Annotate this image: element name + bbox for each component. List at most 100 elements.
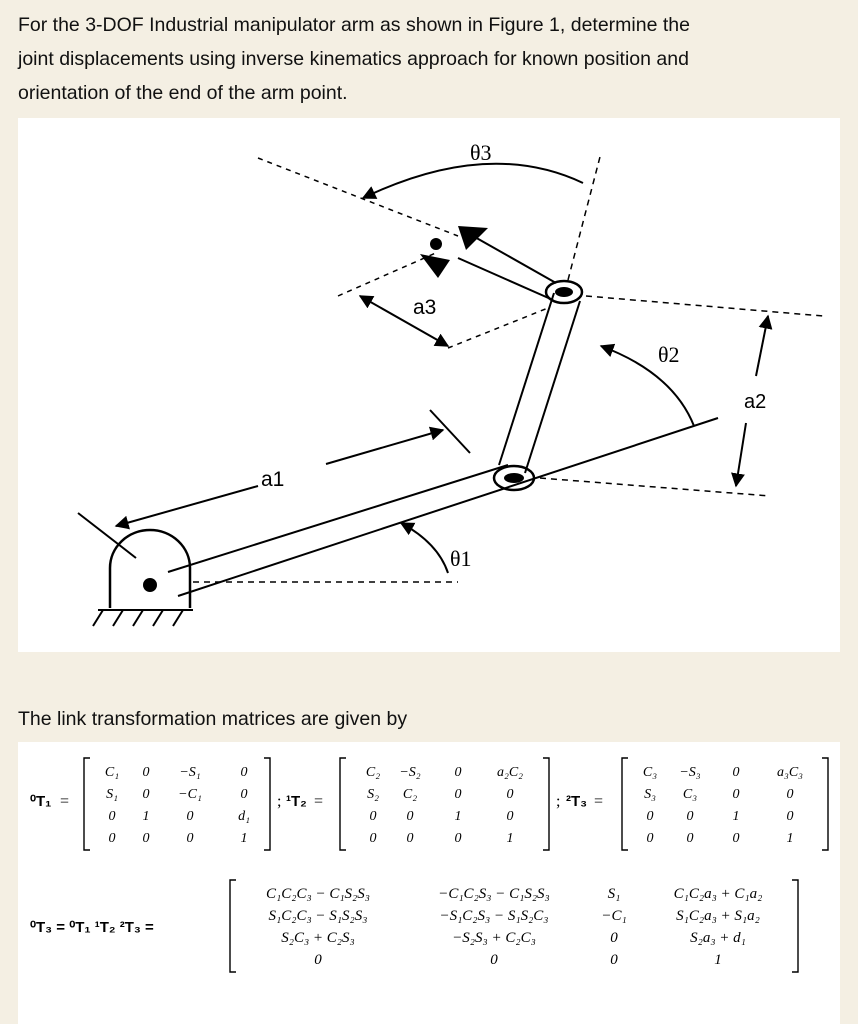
a1-arrow-left <box>114 485 259 530</box>
gripper-lower-jaw <box>420 254 450 278</box>
matrix-T12-cell-1-0: S₂ <box>367 787 379 802</box>
matrix-T12-cell-1-2: 0 <box>455 787 462 802</box>
matrix-T03-cell-1-3: S₁C₂a₃ + S₁a₂ <box>676 908 760 924</box>
joint3-vertical-dashed <box>567 152 602 281</box>
a2-label: a2 <box>744 391 766 413</box>
matrix-T12-cell-2-0: 0 <box>370 809 377 824</box>
matrix-T23-cell-1-2: 0 <box>733 787 740 802</box>
matrix-T03-cell-3-1: 0 <box>490 952 498 968</box>
link3-lower-edge <box>457 257 554 301</box>
matrix-T01-cell-3-2: 0 <box>187 831 194 846</box>
question-text: For the 3-DOF Industrial manipulator arm… <box>18 8 838 110</box>
a3-dashed-right <box>447 307 549 349</box>
matrix-T01-label: ⁰T₁ <box>30 793 51 810</box>
end-effector-point <box>430 238 442 250</box>
matrix-T03-cell-2-2: 0 <box>610 930 618 946</box>
matrix-T23-left-bracket <box>621 757 628 851</box>
ground-hatch <box>92 609 184 627</box>
matrix-T01-cell-2-0: 0 <box>109 809 116 824</box>
matrix-T03-cell-2-0: S₂C₃ + C₂S₃ <box>281 930 355 946</box>
matrix-T01-right-bracket <box>264 757 271 851</box>
matrix-T12-right-bracket <box>543 757 550 851</box>
matrix-T12-cell-2-2: 1 <box>455 809 462 824</box>
matrix-T12-cell-3-3: 1 <box>507 831 514 846</box>
matrix-T23-cell-0-0: C₃ <box>643 765 657 780</box>
theta1-label: θ1 <box>450 546 472 571</box>
matrix-T23-cell-0-2: 0 <box>733 765 740 780</box>
matrix-T03-label: ⁰T₃ = ⁰T₁ ¹T₂ ²T₃ = <box>30 919 154 936</box>
matrix-T23-cell-3-0: 0 <box>647 831 654 846</box>
matrix-T03-cell-0-0: C₁C₂C₃ − C₁S₂S₃ <box>266 886 370 902</box>
joint3-ellipse <box>544 279 584 305</box>
matrix-T23-cell-2-2: 1 <box>733 809 740 824</box>
question-line-3: orientation of the end of the arm point. <box>18 82 348 104</box>
question-line-2: joint displacements using inverse kinema… <box>18 48 689 70</box>
matrix-T03-cell-1-0: S₁C₂C₃ − S₁S₂S₃ <box>269 908 368 924</box>
matrix-T03-cell-2-1: −S₂S₃ + C₂C₃ <box>452 930 536 946</box>
theta3-label: θ3 <box>470 140 492 165</box>
joint2-horizontal-dashed <box>539 477 771 497</box>
a1-tick-left <box>77 512 137 559</box>
matrix-T01-left-bracket <box>83 757 90 851</box>
matrix-T23-cell-0-3: a₃C₃ <box>777 765 803 780</box>
link2-right-edge <box>524 300 581 474</box>
link3-upper-edge <box>472 235 557 284</box>
base-joint <box>108 528 192 608</box>
question-line-1: For the 3-DOF Industrial manipulator arm… <box>18 14 690 36</box>
matrix-T23-cell-1-3: 0 <box>787 787 794 802</box>
matrix-T01-cell-1-1: 0 <box>143 787 150 802</box>
matrix-T01-cell-3-3: 1 <box>241 831 248 846</box>
matrix-T01-cell-0-3: 0 <box>241 765 248 780</box>
matrix-T23-cell-1-1: C₃ <box>683 787 697 802</box>
a2-arrow-up <box>755 314 773 377</box>
matrix-T03-cell-3-0: 0 <box>314 952 322 968</box>
matrix-T23-cell-0-1: −S₃ <box>679 765 700 780</box>
joint3-pin <box>555 287 573 297</box>
matrix-T12-cell-2-1: 0 <box>407 809 414 824</box>
separator-2: ; <box>556 793 560 810</box>
matrix-T23-label: ²T₃ <box>566 793 587 810</box>
matrix-T23-cell-1-0: S₃ <box>644 787 656 802</box>
matrix-T23-cell-3-1: 0 <box>687 831 694 846</box>
matrix-T03-cell-0-3: C₁C₂a₃ + C₁a₂ <box>674 886 763 902</box>
matrix-T03-cell-1-2: −C₁ <box>601 908 626 924</box>
matrix-T12-cell-0-1: −S₂ <box>399 765 420 780</box>
matrix-T01-cell-0-1: 0 <box>143 765 150 780</box>
a1-arrow-right <box>325 426 445 465</box>
matrix-T01-cell-3-1: 0 <box>143 831 150 846</box>
matrix-T01-cell-2-2: 0 <box>187 809 194 824</box>
matrix-T12-left-bracket <box>339 757 346 851</box>
matrix-T01-cell-1-0: S₁ <box>106 787 118 802</box>
matrix-T12-label: ¹T₂ <box>286 793 307 810</box>
matrix-T12-cell-0-2: 0 <box>455 765 462 780</box>
theta3-arc <box>361 162 584 199</box>
gripper-upper-jaw <box>458 226 488 250</box>
matrix-T12-cell-3-0: 0 <box>370 831 377 846</box>
manipulator-diagram: θ3 a3 θ2 a2 a1 θ1 <box>77 140 824 627</box>
matrix-T12-cell-1-1: C₂ <box>403 787 417 802</box>
matrix-T12-cell-3-2: 0 <box>455 831 462 846</box>
a3-dashed-left <box>337 251 439 297</box>
joint2-pin <box>504 473 524 483</box>
matrix-T23-right-bracket <box>822 757 829 851</box>
matrix-T01-cell-2-1: 1 <box>143 809 150 824</box>
matrix-T23-equals: = <box>594 793 603 810</box>
matrix-T01-cell-1-3: 0 <box>241 787 248 802</box>
matrix-T03-cell-0-2: S₁ <box>608 886 621 902</box>
link1-upper-edge <box>167 464 509 573</box>
matrix-T01-equals: = <box>60 793 69 810</box>
a3-dimension-arrow <box>358 295 450 347</box>
matrix-T12-equals: = <box>314 793 323 810</box>
matrices-caption: The link transformation matrices are giv… <box>18 708 408 730</box>
matrix-T23-cell-3-2: 0 <box>733 831 740 846</box>
matrix-T12-cell-2-3: 0 <box>507 809 514 824</box>
theta2-label: θ2 <box>658 342 680 367</box>
matrix-T01-cell-1-2: −C₁ <box>178 787 202 802</box>
matrix-T23-cell-2-0: 0 <box>647 809 654 824</box>
